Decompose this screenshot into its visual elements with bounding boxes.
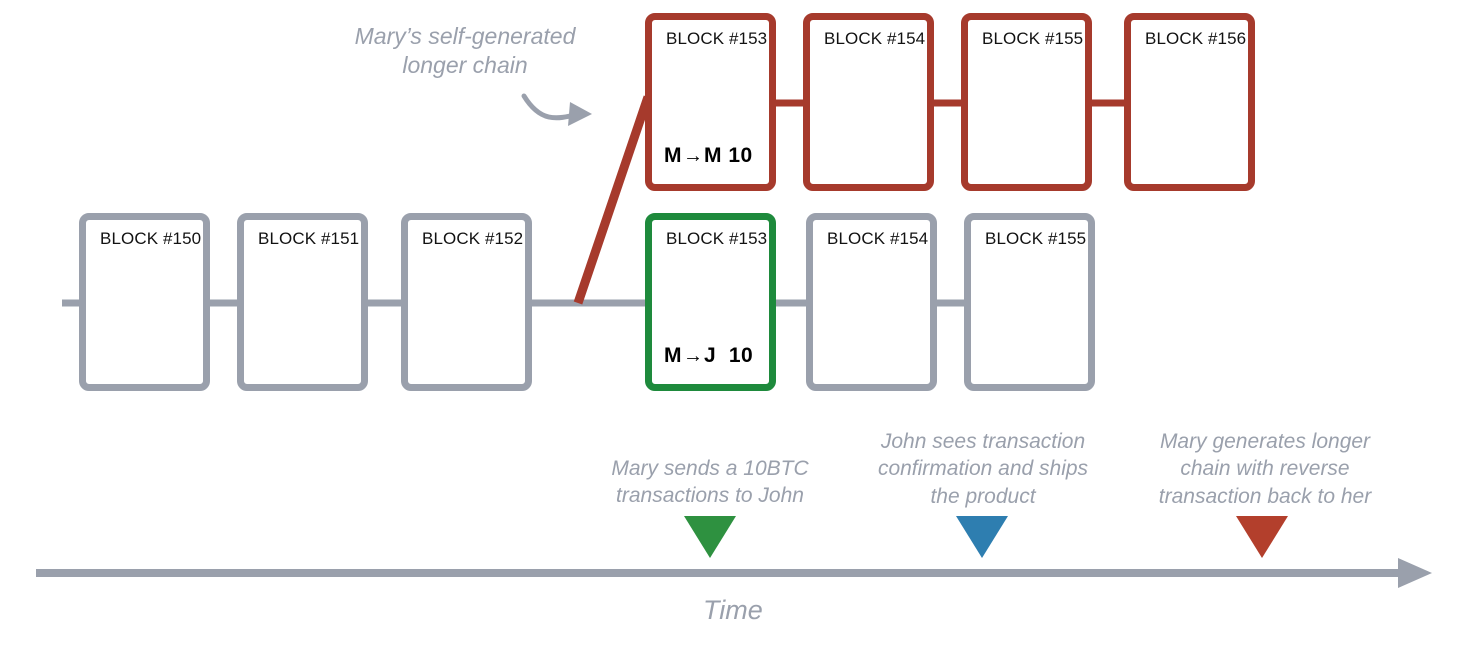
tx-arrow-icon: → [683,145,703,167]
main-block-155[interactable]: BLOCK #155 [964,213,1095,391]
tx-to: J [704,344,717,367]
block-label: BLOCK #150 [100,229,202,248]
block-label: BLOCK #153 [666,229,768,248]
timeline-caption-3: Mary generates longer chain with reverse… [1158,430,1372,508]
red-marker-icon [1236,516,1288,558]
block-label: BLOCK #156 [1145,29,1247,48]
fork-line [573,95,653,305]
main-block-150[interactable]: BLOCK #150 [79,213,210,391]
green-marker-icon [684,516,736,558]
time-axis-arrow-icon [36,558,1432,588]
block-label: BLOCK #154 [824,29,926,48]
annotation-arrow-icon [521,93,592,126]
tx-to: M [704,144,722,167]
attacker-block-155[interactable]: BLOCK #155 [961,13,1092,191]
block-label: BLOCK #152 [422,229,524,248]
tx-amount: 10 [728,344,754,367]
attacker-block-153[interactable]: BLOCK #153 M→M 10 [645,13,776,191]
block-label: BLOCK #154 [827,229,929,248]
main-block-152[interactable]: BLOCK #152 [401,213,532,391]
tx-from: M [664,344,682,367]
tx-arrow-icon: → [683,345,703,367]
main-block-151[interactable]: BLOCK #151 [237,213,368,391]
block-label: BLOCK #151 [258,229,360,248]
block-transaction: M→J 10 [664,344,753,368]
attacker-block-154[interactable]: BLOCK #154 [803,13,934,191]
time-axis-label: Time [703,595,763,625]
main-block-154[interactable]: BLOCK #154 [806,213,937,391]
blue-marker-icon [956,516,1008,558]
block-label: BLOCK #153 [666,29,768,48]
timeline-caption-1: Mary sends a 10BTC transactions to John [611,457,809,508]
block-transaction: M→M 10 [664,144,753,168]
attacker-block-156[interactable]: BLOCK #156 [1124,13,1255,191]
block-label: BLOCK #155 [982,29,1084,48]
fork-annotation-text: Mary’s self-generated longer chain [354,23,576,79]
main-block-153[interactable]: BLOCK #153 M→J 10 [645,213,776,391]
tx-from: M [664,144,682,167]
block-label: BLOCK #155 [985,229,1087,248]
timeline-caption-2: John sees transaction confirmation and s… [877,430,1089,508]
tx-amount: 10 [728,144,753,167]
